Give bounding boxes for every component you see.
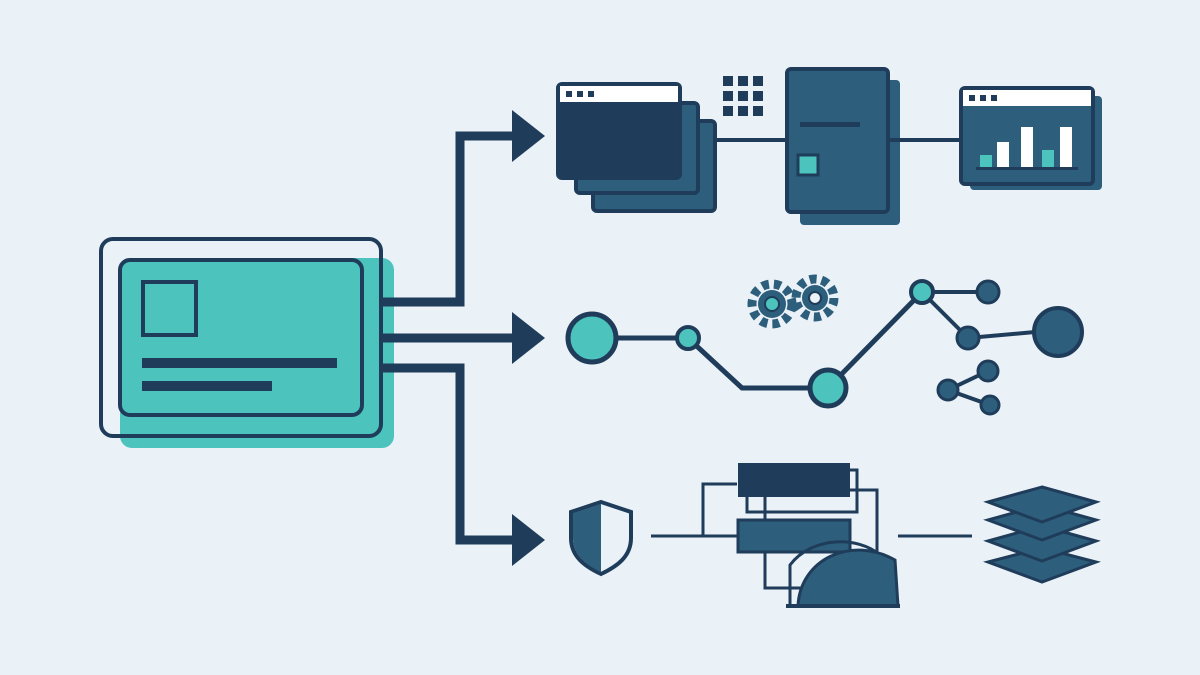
card-outer-frame [99,237,383,438]
arrowhead-middle [512,312,545,364]
card-panel [118,258,364,417]
path-node-end [1032,306,1084,358]
arrowhead-bottom [512,514,545,566]
connector-bottom [383,363,515,545]
path-node-start [565,311,619,365]
path-node [975,279,1001,305]
shield-icon [569,499,633,577]
grid-icon [723,76,763,116]
connector-top [383,131,515,307]
arrowhead-top [512,110,545,162]
path-node [675,325,701,351]
share-icon [936,359,1001,416]
card-image-square [141,280,198,337]
window-stack-icon [556,82,717,213]
card-text-line-long [142,358,337,368]
gears-icon [747,274,839,329]
bar-chart-window-icon [959,86,1102,190]
branch-connectors [383,131,515,545]
path-node [807,367,849,409]
server-icon [785,67,900,225]
path-node [955,325,981,351]
network-path-icon [565,279,1084,409]
source-card-icon [99,237,394,448]
path-node [909,279,935,305]
layers-icon [982,485,1102,584]
database-block-icon [701,463,900,608]
card-text-line-short [142,381,272,391]
